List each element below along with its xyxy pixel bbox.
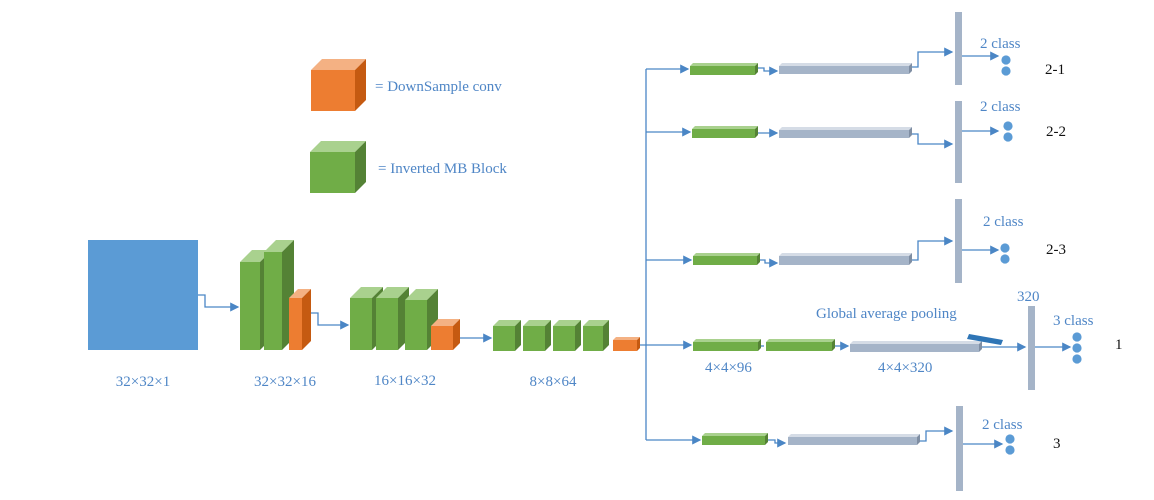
input-shape-label: 32×32×1 bbox=[116, 374, 170, 390]
connector-stage1-stage2 bbox=[311, 312, 350, 330]
branch-trunk bbox=[640, 69, 647, 440]
head-2-2: 2 class 2-2 bbox=[692, 99, 1066, 183]
stage2-shape-label: 16×16×32 bbox=[374, 373, 436, 389]
head-3-class-label: 2 class bbox=[982, 417, 1023, 433]
stage2-blocks bbox=[350, 287, 460, 350]
head-2-1-class-label: 2 class bbox=[980, 36, 1021, 52]
stage1-downsample bbox=[289, 289, 311, 350]
stage2-downsample bbox=[431, 319, 460, 350]
fc-layer-2-2 bbox=[955, 101, 962, 183]
legend: = DownSample conv = Inverted MB Block bbox=[310, 59, 507, 193]
connector-input-stage1 bbox=[198, 294, 240, 312]
stage1-blocks bbox=[240, 240, 311, 350]
head-2-3: 2 class 2-3 bbox=[693, 199, 1066, 283]
gap-label: Global average pooling bbox=[816, 306, 957, 322]
stage3-blocks bbox=[493, 320, 640, 351]
input-block bbox=[88, 240, 198, 350]
fc-layer-3 bbox=[956, 406, 963, 491]
legend-downsample-cube bbox=[311, 59, 366, 111]
head-1-id: 1 bbox=[1115, 337, 1123, 353]
legend-inverted-cube bbox=[310, 141, 366, 193]
legend-downsample-label: = DownSample conv bbox=[375, 79, 502, 95]
stage1-shape-label: 32×32×16 bbox=[254, 374, 316, 390]
head-2-1-id: 2-1 bbox=[1045, 62, 1065, 78]
fc-layer-2-1 bbox=[955, 12, 962, 85]
head-2-2-class-label: 2 class bbox=[980, 99, 1021, 115]
head-pool-shape-label: 4×4×320 bbox=[878, 360, 932, 376]
fc-layer-2-3 bbox=[955, 199, 962, 283]
gap-pointer-arrow bbox=[967, 334, 1003, 345]
head-3-id: 3 bbox=[1053, 436, 1061, 452]
stage3-downsample bbox=[613, 337, 640, 351]
head-2-1: 2 class 2-1 bbox=[690, 12, 1065, 85]
head-2-3-class-label: 2 class bbox=[983, 214, 1024, 230]
stage3-shape-label: 8×8×64 bbox=[530, 374, 577, 390]
head-2-2-id: 2-2 bbox=[1046, 124, 1066, 140]
head-in-shape-label: 4×4×96 bbox=[705, 360, 752, 376]
head-1-class-label: 3 class bbox=[1053, 313, 1094, 329]
head-3: 2 class 3 bbox=[702, 406, 1061, 491]
head-2-3-id: 2-3 bbox=[1046, 242, 1066, 258]
fc-layer-1 bbox=[1028, 306, 1035, 390]
fc-size-label: 320 bbox=[1017, 289, 1040, 305]
head-1: 3 class 1 bbox=[693, 306, 1123, 390]
legend-inverted-label: = Inverted MB Block bbox=[378, 161, 507, 177]
